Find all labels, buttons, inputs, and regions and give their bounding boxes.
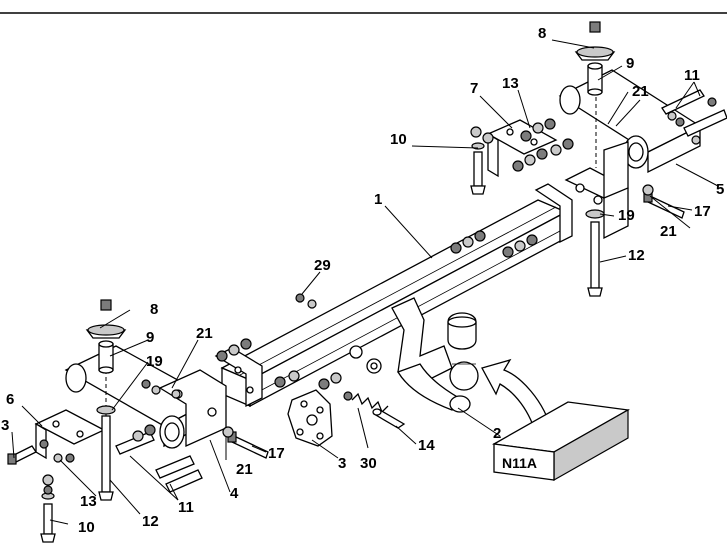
bolt-17-bottom bbox=[227, 431, 269, 459]
label-1: 1 bbox=[374, 191, 382, 208]
label-12-bottom: 12 bbox=[142, 513, 159, 530]
label-7: 7 bbox=[470, 80, 478, 97]
label-19-left: 19 bbox=[146, 353, 163, 370]
label-8-left: 8 bbox=[150, 301, 158, 318]
label-12-right: 12 bbox=[628, 247, 645, 264]
spacer-right bbox=[587, 62, 603, 96]
towball-neck-part bbox=[349, 297, 479, 413]
cross-bar-part bbox=[214, 183, 573, 408]
label-19-right: 19 bbox=[618, 207, 635, 224]
spring-part-30 bbox=[343, 391, 389, 414]
bolt-10-top bbox=[470, 142, 486, 195]
electrics-box: N11A bbox=[491, 401, 631, 482]
label-11-bottom: 11 bbox=[178, 499, 194, 516]
label-8-top: 8 bbox=[538, 25, 546, 42]
label-4: 4 bbox=[230, 485, 239, 502]
direction-arrow bbox=[481, 358, 553, 439]
long-bolt-left bbox=[96, 405, 116, 501]
label-6: 6 bbox=[6, 391, 14, 408]
label-21-bottom-left: 21 bbox=[236, 461, 253, 478]
bolt-17-right bbox=[643, 191, 685, 219]
long-bolt-right bbox=[585, 209, 605, 297]
label-21-top-right-2: 21 bbox=[660, 223, 677, 240]
spacer-left bbox=[98, 340, 114, 374]
label-3-plate: 3 bbox=[338, 455, 346, 472]
plate-nut-left bbox=[85, 299, 127, 339]
fixing-plate-part-3 bbox=[287, 389, 333, 447]
label-5: 5 bbox=[716, 181, 724, 198]
label-9-top: 9 bbox=[626, 55, 634, 72]
nuts-washers bbox=[39, 111, 701, 495]
label-11-top: 11 bbox=[684, 67, 700, 84]
label-30: 30 bbox=[360, 455, 377, 472]
part-labels: 1 2 3 3 4 5 6 7 8 8 9 9 10 10 11 11 12 1… bbox=[1, 25, 724, 536]
label-10-top: 10 bbox=[390, 131, 407, 148]
label-10-bottom: 10 bbox=[78, 519, 95, 536]
label-3-left: 3 bbox=[1, 417, 9, 434]
label-9-left: 9 bbox=[146, 329, 154, 346]
label-29: 29 bbox=[314, 257, 331, 274]
label-2: 2 bbox=[493, 425, 501, 442]
pin-part-14 bbox=[372, 408, 406, 429]
plate-nut-right bbox=[574, 21, 616, 61]
bolt-10-bottom bbox=[40, 492, 56, 543]
label-17-right: 17 bbox=[694, 203, 711, 220]
label-17-bottom: 17 bbox=[268, 445, 285, 462]
bolt-3-left bbox=[7, 445, 37, 465]
label-21-mid-left: 21 bbox=[196, 325, 213, 342]
label-21-top-right-1: 21 bbox=[632, 83, 649, 100]
label-14: 14 bbox=[418, 437, 435, 454]
box-label: N11A bbox=[502, 455, 537, 471]
leader-lines bbox=[11, 39, 719, 525]
label-13-top: 13 bbox=[502, 75, 519, 92]
bolts-11-bottom bbox=[115, 431, 203, 493]
bolts-11-top bbox=[661, 89, 727, 137]
bracket-part-6 bbox=[34, 409, 106, 460]
label-13-bottom: 13 bbox=[80, 493, 97, 510]
